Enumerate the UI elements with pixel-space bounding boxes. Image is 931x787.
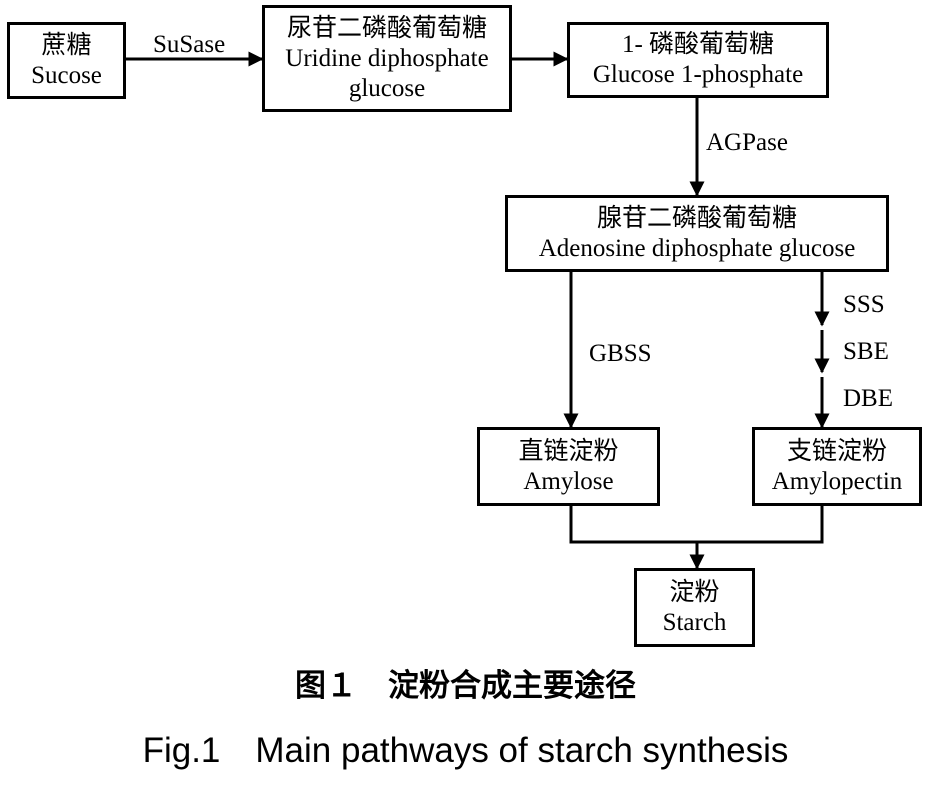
node-udpg-en2: glucose (348, 74, 426, 102)
enzyme-label-dbe: DBE (843, 385, 893, 412)
node-amylopectin: 支链淀粉 Amylopectin (752, 427, 922, 506)
node-starch: 淀粉 Starch (634, 568, 755, 647)
figure-caption-english: Fig.1 Main pathways of starch synthesis (142, 731, 789, 770)
node-amylopectin-cn: 支链淀粉 (786, 437, 887, 465)
node-amylose: 直链淀粉 Amylose (477, 427, 660, 506)
enzyme-label-sbe: SBE (843, 338, 889, 365)
node-starch-cn: 淀粉 (669, 578, 720, 606)
node-starch-en: Starch (662, 608, 727, 636)
node-glucose-1-phosphate: 1- 磷酸葡萄糖 Glucose 1-phosphate (567, 22, 829, 98)
node-amylose-en: Amylose (523, 467, 614, 495)
merge-line-amylose (569, 506, 697, 544)
enzyme-label-agpase: AGPase (706, 129, 788, 156)
node-amylopectin-en: Amylopectin (771, 467, 903, 495)
node-g1p-en: Glucose 1-phosphate (592, 61, 804, 88)
node-adpg-cn: 腺苷二磷酸葡萄糖 (596, 204, 797, 232)
node-udpg-cn: 尿苷二磷酸葡萄糖 (286, 14, 487, 42)
node-udpg-en1: Uridine diphosphate (285, 44, 489, 72)
node-sucrose-cn: 蔗糖 (41, 31, 92, 59)
node-sucrose-en: Sucose (31, 61, 102, 89)
merge-line-amylopectin (697, 506, 824, 544)
enzyme-label-gbss: GBSS (589, 340, 652, 367)
node-sucrose: 蔗糖 Sucose (7, 22, 126, 99)
node-adpg-en: Adenosine diphosphate glucose (538, 234, 856, 262)
node-amylose-cn: 直链淀粉 (518, 437, 619, 465)
node-adpg: 腺苷二磷酸葡萄糖 Adenosine diphosphate glucose (505, 195, 889, 272)
node-udpg: 尿苷二磷酸葡萄糖 Uridine diphosphate glucose (262, 5, 512, 112)
node-g1p-cn: 1- 磷酸葡萄糖 (621, 31, 775, 58)
enzyme-label-sss: SSS (843, 291, 885, 318)
enzyme-label-susase: SuSase (153, 31, 226, 58)
figure-caption-chinese: 图１ 淀粉合成主要途径 (295, 668, 636, 704)
